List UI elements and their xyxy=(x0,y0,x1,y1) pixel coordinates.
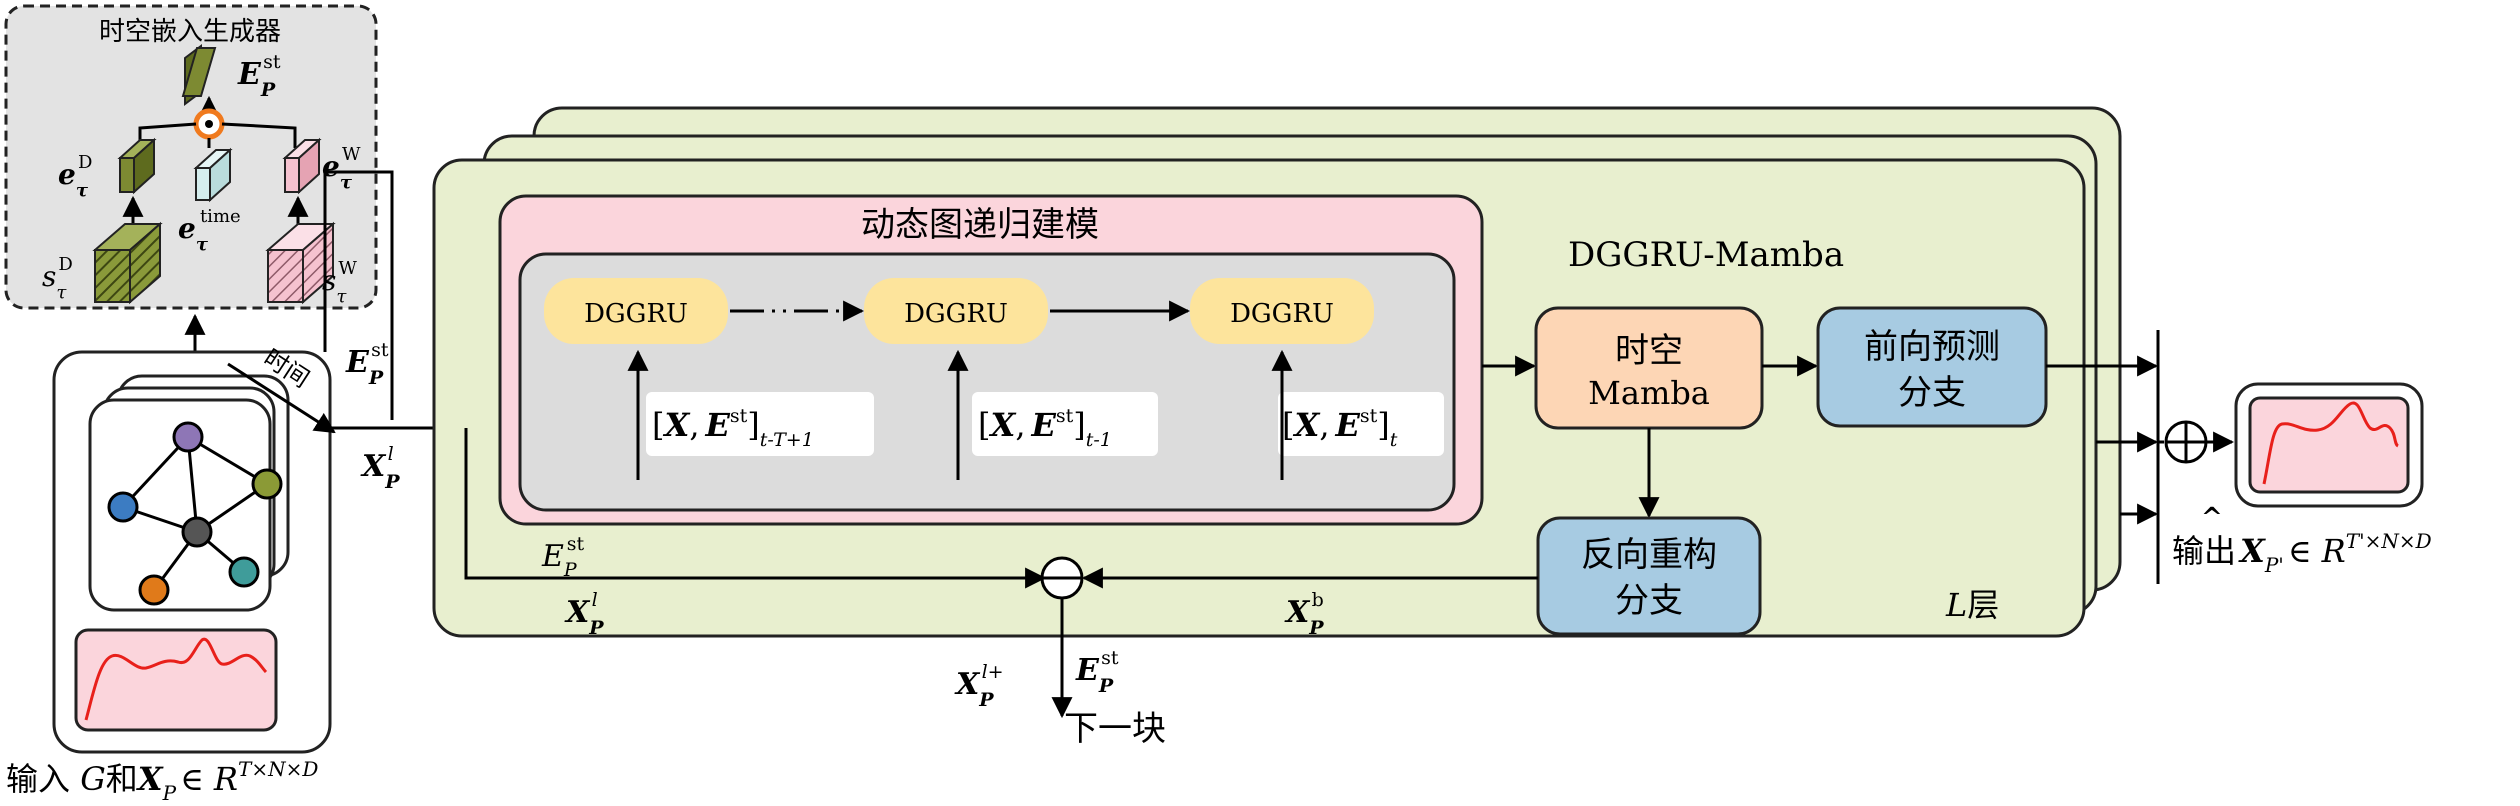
dggru-cell-3 xyxy=(1190,278,1374,344)
input-vector-2-label: [X,Est]t-1 xyxy=(978,405,1112,451)
input-panel: 时间 xyxy=(52,170,394,754)
est-side-label: EPst xyxy=(345,339,389,389)
embedding-generator: 时空嵌入生成器 EPst eτD eτtime xyxy=(4,4,378,310)
input-series-line xyxy=(84,637,268,721)
layers-label: L层 xyxy=(1945,586,1999,624)
generator-est-label: EPst xyxy=(237,51,281,101)
fusion-right-line xyxy=(221,122,297,148)
sd-block xyxy=(92,221,163,305)
inner-xpl-label: XPl xyxy=(564,589,604,639)
graph-node xyxy=(251,468,283,500)
graph-node xyxy=(228,556,260,588)
generator-frame xyxy=(4,4,378,310)
etime-label: eτtime xyxy=(178,206,241,255)
backward-branch-box xyxy=(1536,516,1762,636)
est-bar xyxy=(181,44,217,106)
input-vector-2 xyxy=(972,392,1158,456)
output-series-line xyxy=(2262,401,2399,485)
dggru-cell-2 xyxy=(864,278,1048,344)
dggru-cell-1-label: DGGRU xyxy=(584,299,688,329)
dggru-cell-1 xyxy=(544,278,728,344)
output-series-card xyxy=(2248,396,2410,494)
xb-label: XPb xyxy=(1284,589,1324,639)
residual-line xyxy=(464,428,1042,580)
forward-branch-label-2: 分支 xyxy=(1898,373,1966,413)
backward-branch-label-1: 反向重构 xyxy=(1581,535,1717,575)
output-hat: ^ xyxy=(2201,503,2223,533)
backward-branch-label-2: 分支 xyxy=(1615,581,1683,621)
ew-bar xyxy=(282,137,322,195)
recurrent-title: 动态图递归建模 xyxy=(861,205,1099,245)
block-name: DGGRU-Mamba xyxy=(1568,235,1844,275)
graph-node xyxy=(107,491,139,523)
input-vector-1 xyxy=(646,392,874,456)
inner-est-label: EPst xyxy=(541,533,584,581)
etime-bar xyxy=(193,147,233,203)
input-caption: 输入 G和XP∈ RT×N×D xyxy=(6,757,318,805)
forward-branch-label-1: 前向预测 xyxy=(1864,327,2000,367)
ed-bar xyxy=(117,137,157,195)
input-vector-3 xyxy=(1278,392,1444,456)
next-e-label: EPst xyxy=(1075,647,1119,697)
graph-node xyxy=(172,421,204,453)
dggru-cell-2-label: DGGRU xyxy=(904,299,1008,329)
input-vector-3-label: [X,Est]t xyxy=(1282,405,1398,451)
next-block-label: 下一块 xyxy=(1064,709,1166,749)
input-vector-1-label: [X,Est]t-T+1 xyxy=(652,405,814,451)
input-series-card xyxy=(74,628,278,732)
time-arrow xyxy=(227,362,336,434)
xpl-side-label: XPl xyxy=(360,443,400,493)
graph-node xyxy=(138,574,170,606)
st-mamba-label-1: 时空 xyxy=(1615,331,1683,371)
graph-node xyxy=(181,516,213,548)
sd-label: sτD xyxy=(42,254,73,303)
generator-bypass-line xyxy=(323,170,394,420)
st-mamba-label-2: Mamba xyxy=(1588,374,1710,412)
next-x-label: XPl+ xyxy=(954,661,1004,711)
dggru-cell-3-label: DGGRU xyxy=(1230,299,1334,329)
ed-label: eτD xyxy=(58,152,92,201)
generator-title: 时空嵌入生成器 xyxy=(99,17,281,47)
